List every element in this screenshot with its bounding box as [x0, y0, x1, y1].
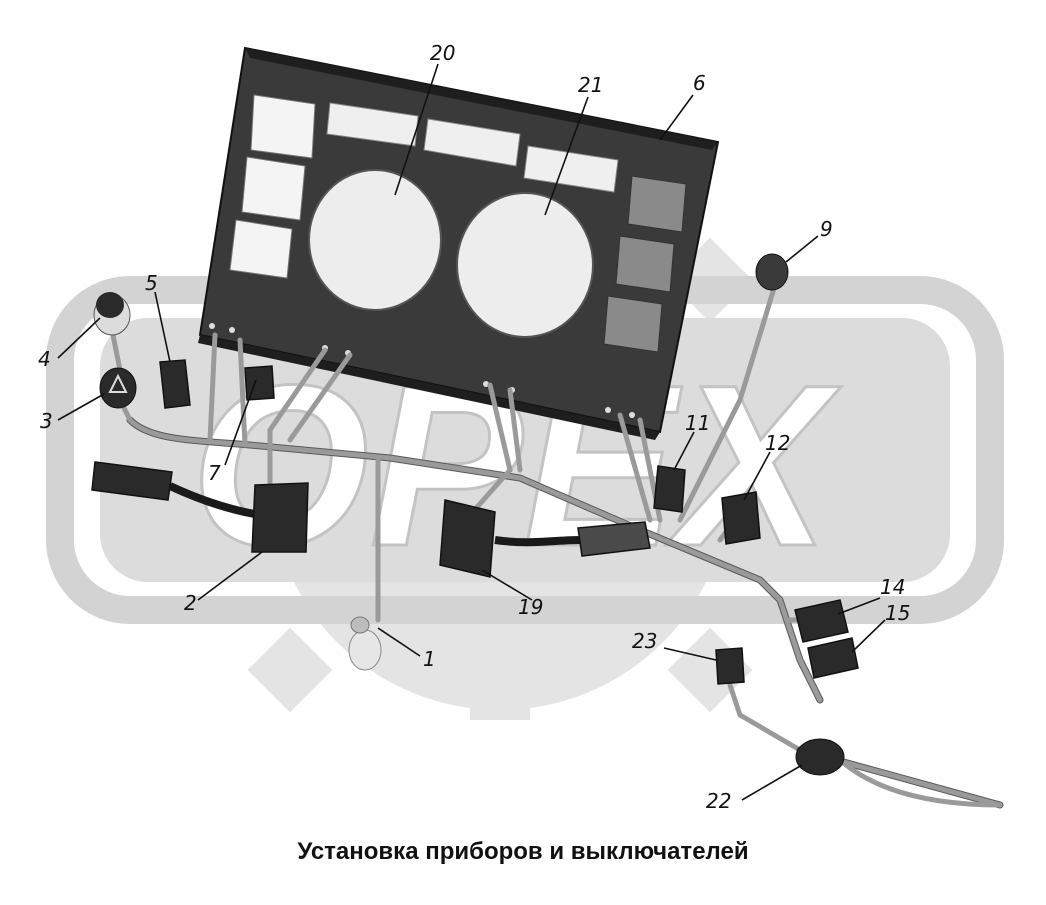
panel-switch-right-2	[615, 235, 675, 293]
leader-lines	[57, 63, 886, 801]
panel-indicator-strip-1	[326, 102, 419, 147]
callout-6: 6	[693, 71, 706, 95]
gauge-20	[308, 169, 442, 311]
component-9-lamp	[755, 253, 789, 291]
callout-21: 21	[578, 73, 603, 97]
callout-2: 2	[184, 591, 197, 615]
callout-7: 7	[208, 461, 221, 485]
gauge-21	[456, 192, 594, 338]
component-7-relay	[244, 365, 275, 401]
callout-22: 22	[706, 789, 731, 813]
component-2-connector-block	[251, 482, 309, 553]
panel-switch-left-2	[241, 156, 306, 221]
callout-5: 5	[145, 271, 158, 295]
figure-caption: Установка приборов и выключателей	[297, 838, 749, 865]
callout-12: 12	[765, 431, 790, 455]
component-4-lamp	[93, 292, 131, 336]
callout-1: 1	[423, 647, 436, 671]
component-3-hazard-switch	[99, 367, 137, 409]
component-14-switch	[794, 599, 849, 643]
callout-3: 3	[40, 409, 53, 433]
component-22-sensor	[795, 738, 845, 776]
component-19-connector-block	[439, 499, 651, 578]
callout-23: 23	[632, 629, 657, 653]
component-15-switch	[807, 637, 859, 679]
callout-14: 14	[880, 575, 905, 599]
panel-indicator-strip-3	[523, 145, 619, 193]
callout-19: 19	[518, 595, 543, 619]
component-12-relay	[721, 491, 761, 545]
callout-15: 15	[885, 601, 910, 625]
callout-4: 4	[38, 347, 51, 371]
panel-switch-right-3	[603, 295, 663, 353]
instrument-panel	[198, 46, 720, 440]
callout-9: 9	[820, 217, 833, 241]
component-5-relay	[159, 359, 191, 409]
callout-labels: 4 3 5 7 2 1 19 20 21 6 9 11 12 14 15 23 …	[38, 41, 910, 813]
component-11-relay	[653, 465, 686, 513]
component-1-lamp-socket	[348, 616, 382, 671]
panel-switch-right-1	[627, 175, 687, 233]
callout-20: 20	[430, 41, 455, 65]
panel-switch-left-1	[250, 94, 316, 159]
component-harness-connector-left	[91, 461, 261, 519]
component-23-relay	[715, 647, 745, 685]
callout-11: 11	[685, 411, 710, 435]
panel-switch-left-3	[229, 219, 293, 279]
panel-indicator-strip-2	[423, 118, 521, 167]
